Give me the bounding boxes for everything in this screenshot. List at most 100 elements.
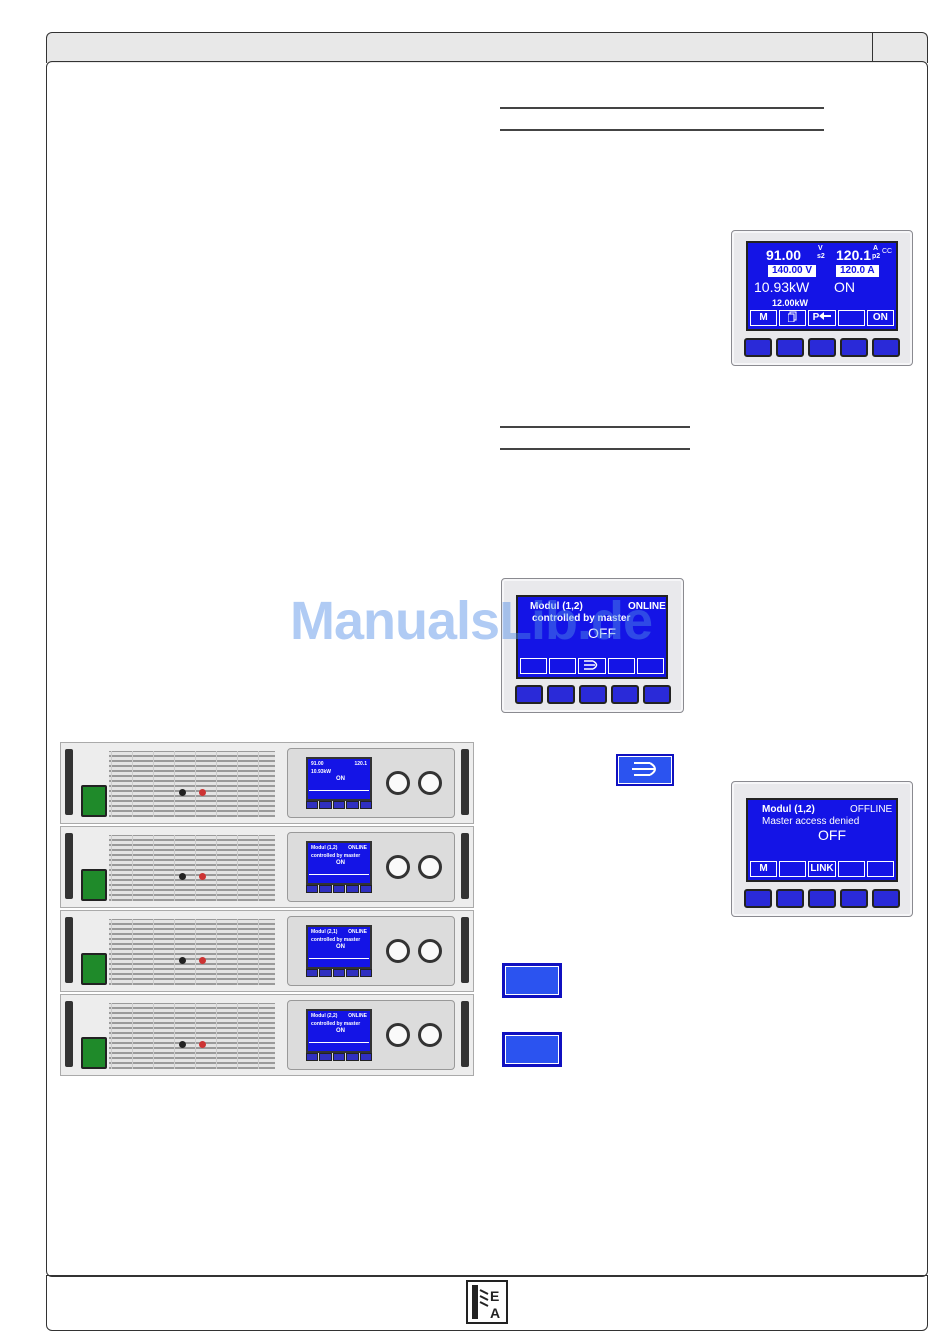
softkey-m[interactable]: M: [750, 861, 778, 877]
module-title: Modul (1,2): [762, 804, 815, 815]
current-unit: A: [873, 245, 879, 252]
hw-button-1[interactable]: [744, 338, 772, 357]
current-knob[interactable]: [418, 771, 442, 795]
softkey-1[interactable]: [520, 658, 548, 674]
current-knob[interactable]: [418, 1023, 442, 1047]
hw-button-1[interactable]: [514, 685, 543, 704]
softkey-5[interactable]: [866, 861, 895, 877]
voltage-knob[interactable]: [386, 771, 410, 795]
hw-button-4[interactable]: [610, 685, 639, 704]
hw-button-3[interactable]: [808, 889, 836, 908]
ventilation-grille: [109, 1003, 275, 1069]
softkey-2[interactable]: [779, 861, 807, 877]
hw-button-3[interactable]: [578, 685, 607, 704]
hw-button-1[interactable]: [744, 889, 772, 908]
svg-text:E: E: [490, 1288, 499, 1304]
softkey-labels: M P ON: [750, 310, 895, 326]
mini-status: ONLINE: [348, 1013, 367, 1019]
mini-button[interactable]: [332, 885, 346, 893]
hw-button-4[interactable]: [840, 338, 868, 357]
mini-button[interactable]: [346, 885, 359, 893]
softkey-link[interactable]: [578, 658, 606, 674]
mini-button[interactable]: [319, 1053, 332, 1061]
module-status: ONLINE: [628, 601, 666, 612]
hw-button-2[interactable]: [776, 889, 804, 908]
current-setpoint: 120.0 A: [836, 265, 879, 277]
power-switch[interactable]: [81, 785, 107, 817]
mini-status: ONLINE: [348, 929, 367, 935]
regulation-mode: CC: [882, 248, 893, 255]
mini-button[interactable]: [306, 969, 319, 977]
mini-button[interactable]: [319, 801, 332, 809]
ventilation-grille: [109, 835, 275, 901]
mini-button[interactable]: [346, 1053, 359, 1061]
hw-button-2[interactable]: [546, 685, 575, 704]
mini-button[interactable]: [306, 885, 319, 893]
mini-button[interactable]: [359, 801, 373, 809]
power-switch[interactable]: [81, 953, 107, 985]
mini-button[interactable]: [332, 969, 346, 977]
link-icon: [632, 762, 656, 776]
mini-button[interactable]: [319, 885, 332, 893]
softkey-2[interactable]: [549, 658, 577, 674]
section-rule: [500, 448, 690, 450]
hw-button-5[interactable]: [872, 338, 900, 357]
voltage-setpoint: 140.00 V: [768, 265, 817, 277]
mini-buttons: [306, 801, 373, 809]
mini-button[interactable]: [346, 801, 359, 809]
softkey-4[interactable]: [607, 658, 635, 674]
display-panel-offline: Modul (1,2) OFFLINE Master access denied…: [731, 781, 913, 917]
rack-ear: [461, 749, 469, 815]
hw-button-2[interactable]: [776, 338, 804, 357]
softkey-empty[interactable]: [837, 310, 865, 326]
mini-softkeys: [309, 790, 369, 797]
softkey-4[interactable]: [837, 861, 865, 877]
mini-button[interactable]: [332, 1053, 346, 1061]
page-footer: [46, 1275, 928, 1331]
hw-button-4[interactable]: [840, 889, 868, 908]
mini-softkeys: [309, 958, 369, 965]
section-rule: [500, 129, 824, 131]
blank-softkey-button[interactable]: [502, 1032, 562, 1067]
mini-message: 10.93kW: [311, 769, 332, 775]
mini-button[interactable]: [346, 969, 359, 977]
hw-button-5[interactable]: [872, 889, 900, 908]
mini-button[interactable]: [359, 885, 373, 893]
softkey-m[interactable]: M: [750, 310, 778, 326]
mini-button[interactable]: [319, 969, 332, 977]
hw-button-5[interactable]: [642, 685, 671, 704]
softkey-p[interactable]: P: [808, 310, 836, 326]
power-switch[interactable]: [81, 869, 107, 901]
softkey-labels: [520, 658, 665, 674]
current-knob[interactable]: [418, 855, 442, 879]
mini-message: controlled by master: [311, 937, 361, 943]
lcd-screen: 91.00 V s2 120.1 A p2 CC 140.00 V 120.0 …: [746, 241, 898, 331]
mini-button[interactable]: [332, 801, 346, 809]
current-knob[interactable]: [418, 939, 442, 963]
page-header-bar: [46, 32, 928, 63]
power-switch[interactable]: [81, 1037, 107, 1069]
mini-button[interactable]: [359, 969, 373, 977]
softkey-5[interactable]: [636, 658, 665, 674]
ea-logo-icon: E A: [466, 1280, 508, 1324]
ventilation-grille: [109, 751, 275, 817]
voltage-knob[interactable]: [386, 1023, 410, 1047]
rack-ear: [461, 917, 469, 983]
hw-button-3[interactable]: [808, 338, 836, 357]
softkey-on[interactable]: ON: [866, 310, 895, 326]
mini-softkeys: [309, 1042, 369, 1049]
voltage-knob[interactable]: [386, 855, 410, 879]
blank-softkey-button[interactable]: [502, 963, 562, 998]
softkey-page[interactable]: [779, 310, 807, 326]
mini-button[interactable]: [306, 801, 319, 809]
header-divider: [872, 33, 873, 61]
link-softkey-button[interactable]: [616, 754, 674, 786]
voltage-knob[interactable]: [386, 939, 410, 963]
softkey-link[interactable]: LINK: [808, 861, 836, 877]
mini-button[interactable]: [306, 1053, 319, 1061]
mini-button[interactable]: [359, 1053, 373, 1061]
voltage-actual: 91.00: [766, 247, 802, 263]
output-jack-positive: [199, 1041, 206, 1048]
